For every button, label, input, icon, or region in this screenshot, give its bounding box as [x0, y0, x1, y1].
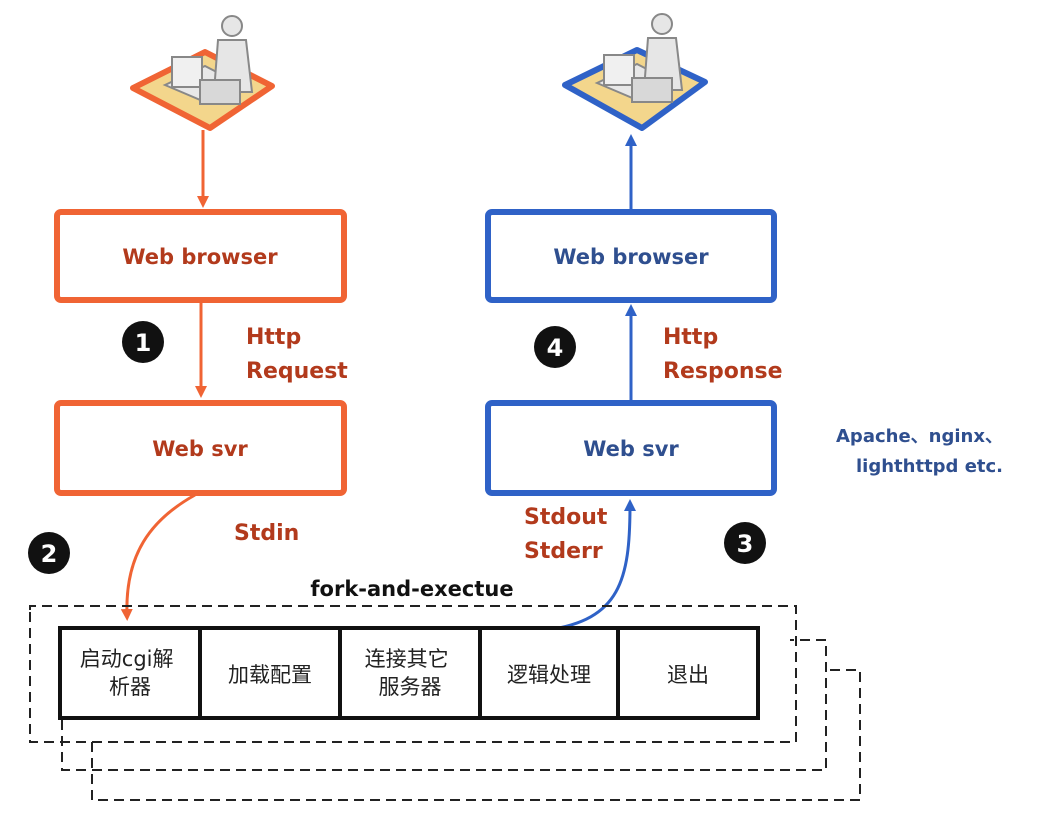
process-stages: 启动cgi解 析器 加载配置 连接其它 服务器 逻辑处理 退出: [58, 626, 760, 720]
step-4-number: 4: [547, 334, 564, 362]
server-examples-line-2: lighthttpd etc.: [856, 456, 1003, 477]
stage-label-connect-servers: 连接其它 服务器: [365, 647, 456, 699]
arrow-svr-to-process: [120, 493, 196, 621]
stdout-stderr-label: Stdout Stderr: [524, 505, 615, 564]
response-server-label: Web svr: [583, 437, 679, 461]
http-request-label: Http Request: [246, 325, 348, 384]
stage-box-start-cgi: [58, 626, 202, 720]
request-server-label: Web svr: [152, 437, 248, 461]
stdin-label: Stdin: [234, 521, 299, 546]
server-examples-note: Apache、nginx、 lighthttpd etc.: [836, 426, 1009, 477]
request-browser-label: Web browser: [122, 245, 278, 269]
stderr-label: Stderr: [524, 539, 603, 564]
stage-label-start-cgi: 启动cgi解 析器: [80, 647, 180, 699]
stage-label-start-cgi-line-1: 启动cgi解: [80, 647, 174, 671]
step-4-badge: 4: [534, 326, 576, 368]
process-title: fork-and-exectue: [310, 577, 513, 601]
stage-box-logic: [478, 626, 620, 720]
stage-box-connect-servers: [338, 626, 482, 720]
arrow-process-to-svr: [546, 499, 636, 632]
step-2-number: 2: [41, 540, 58, 568]
process-stack-outline-3: [91, 669, 861, 801]
http-request-line-2: Request: [246, 359, 348, 384]
process-stack-outline-2: [61, 639, 827, 771]
stage-label-connect-line-1: 连接其它: [365, 647, 449, 671]
step-2-badge: 2: [28, 532, 70, 574]
http-response-label: Http Response: [663, 325, 783, 384]
stage-label-connect-line-2: 服务器: [379, 675, 442, 699]
stage-label-load-config: 加载配置: [228, 663, 312, 687]
server-examples-line-1: Apache、nginx、: [836, 426, 1003, 447]
stage-box-load-config: [198, 626, 342, 720]
step-1-badge: 1: [122, 321, 164, 363]
stage-label-exit: 退出: [667, 663, 709, 687]
http-response-line-1: Http: [663, 325, 718, 350]
stage-label-logic: 逻辑处理: [507, 663, 591, 687]
stage-box-exit: [616, 626, 760, 720]
request-browser-box: [54, 209, 347, 303]
response-browser-label: Web browser: [553, 245, 709, 269]
step-3-badge: 3: [724, 522, 766, 564]
process-stack-outline-1: [29, 605, 797, 743]
right-user-at-computer-icon: [562, 13, 708, 131]
step-1-number: 1: [135, 329, 152, 357]
http-response-line-2: Response: [663, 359, 783, 384]
response-browser-box: [485, 209, 777, 303]
stage-label-start-cgi-line-2: 析器: [109, 675, 151, 699]
left-user-at-computer-icon: [130, 15, 275, 131]
stdout-label: Stdout: [524, 505, 608, 530]
request-server-box: [54, 400, 347, 496]
step-3-number: 3: [737, 530, 754, 558]
response-server-box: [485, 400, 777, 496]
http-request-line-1: Http: [246, 325, 301, 350]
